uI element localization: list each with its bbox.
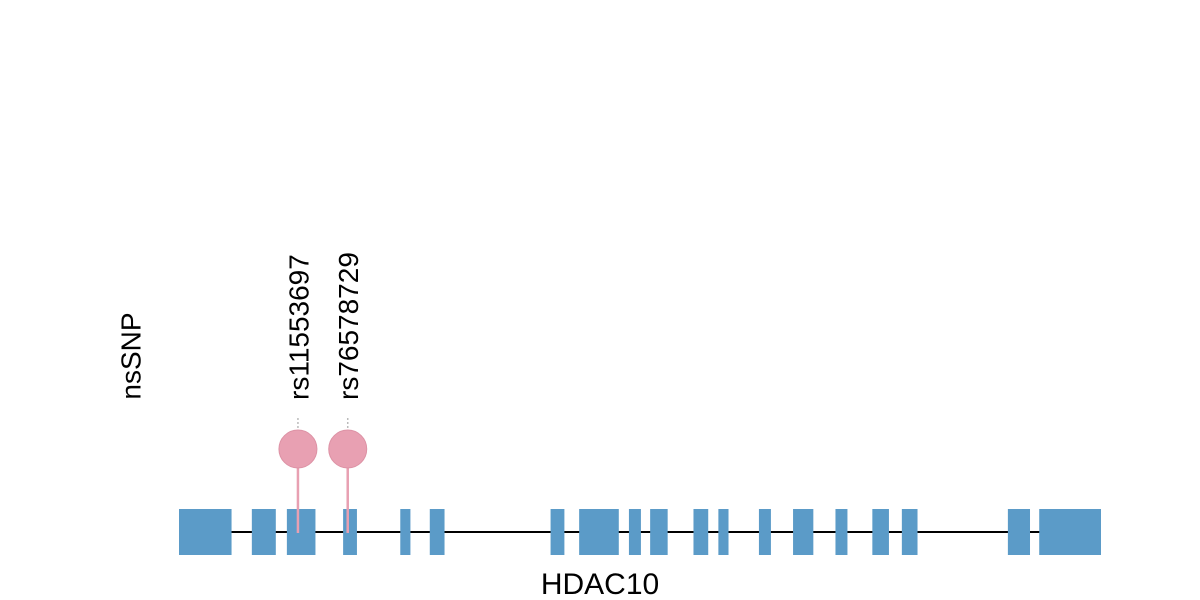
snp-marker	[278, 429, 318, 469]
exon-block	[400, 509, 411, 555]
exon-block	[650, 509, 668, 555]
exon-block	[179, 509, 232, 555]
snp-marker	[328, 429, 368, 469]
exon-block	[1039, 509, 1101, 555]
exon-block	[628, 509, 641, 555]
exon-block	[835, 509, 848, 555]
exon-block	[758, 509, 771, 555]
exon-block	[550, 509, 565, 555]
exon-block	[286, 509, 316, 555]
exon-block	[579, 509, 619, 555]
snp-id-label: rs76578729	[333, 252, 364, 400]
exon-block	[718, 509, 729, 555]
snp-layer: rs11553697 rs76578729	[278, 252, 368, 533]
exon-block	[429, 509, 445, 555]
gene-layer	[179, 509, 1101, 555]
snp-id-label: rs11553697	[283, 254, 314, 400]
exon-block	[901, 509, 918, 555]
exon-block	[251, 509, 276, 555]
exon-block	[1007, 509, 1031, 555]
exon-block	[343, 509, 357, 555]
exon-block	[693, 509, 709, 555]
gene-name-label: HDAC10	[541, 568, 659, 600]
exon-block	[793, 509, 814, 555]
track-label: nsSNP	[116, 312, 147, 399]
exon-block	[872, 509, 889, 555]
